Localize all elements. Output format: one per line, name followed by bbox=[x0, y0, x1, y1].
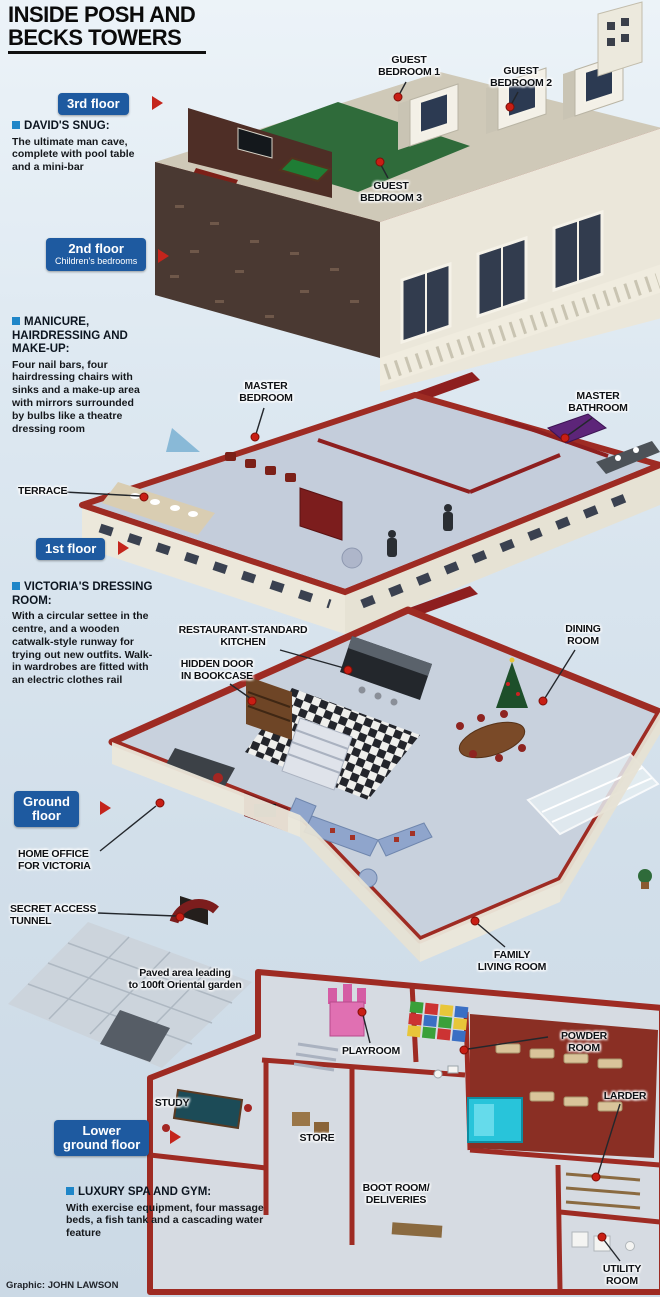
annotation-heading-text: LUXURY SPA AND GYM: bbox=[78, 1186, 212, 1198]
bullet-icon bbox=[12, 121, 20, 129]
bullet-icon bbox=[12, 582, 20, 590]
paved-area bbox=[8, 922, 252, 1068]
room-label-guest-bedroom-1: GUEST BEDROOM 1 bbox=[378, 54, 440, 78]
room-label-study: STUDY bbox=[154, 1097, 190, 1109]
annotation-heading: MANICURE, HAIRDRESSING AND MAKE-UP: bbox=[12, 316, 144, 357]
room-label-guest-bedroom-3: GUEST BEDROOM 3 bbox=[360, 180, 422, 204]
page-title-line2: BECKS TOWERS bbox=[8, 24, 182, 50]
floor-badge-1st: 1st floor bbox=[36, 538, 106, 561]
second-floor-windows bbox=[400, 209, 604, 345]
floor-badge-3rd-label: 3rd floor bbox=[67, 96, 120, 111]
hairdressing-chairs bbox=[225, 452, 296, 482]
floor-badge-ground-label: Ground floor bbox=[23, 794, 70, 824]
study-table bbox=[162, 1088, 252, 1132]
annotation-heading-text: VICTORIA'S DRESSING ROOM: bbox=[12, 581, 153, 607]
floor-badge-1st-label: 1st floor bbox=[45, 541, 97, 556]
title-underline bbox=[8, 51, 206, 54]
room-label-family-living-room: FAMILY LIVING ROOM bbox=[477, 949, 547, 973]
floor-arrow-3rd-icon bbox=[152, 96, 163, 110]
floor-badge-lower-ground-label: Lower ground floor bbox=[63, 1123, 141, 1153]
floor-badge-3rd: 3rd floor bbox=[58, 93, 129, 116]
graphic-credit: Graphic: JOHN LAWSON bbox=[6, 1280, 119, 1291]
room-label-store: STORE bbox=[299, 1132, 335, 1144]
dining-table bbox=[456, 710, 526, 762]
room-label-boot-room: BOOT ROOM/ DELIVERIES bbox=[362, 1182, 430, 1206]
room-label-kitchen: RESTAURANT-STANDARD KITCHEN bbox=[178, 624, 308, 648]
room-label-terrace: TERRACE bbox=[18, 485, 68, 497]
room-label-home-office: HOME OFFICE FOR VICTORIA bbox=[18, 848, 91, 872]
guest-bedroom-3-structure bbox=[398, 83, 459, 150]
leader-lines bbox=[63, 81, 621, 1262]
annotation-body: The ultimate man cave, complete with poo… bbox=[12, 135, 135, 174]
room-label-master-bedroom: MASTER BEDROOM bbox=[239, 380, 293, 404]
room-label-secret-tunnel: SECRET ACCESS TUNNEL bbox=[10, 903, 97, 927]
annotation-heading-text: DAVID'S SNUG: bbox=[24, 120, 110, 132]
floor-badge-2nd: 2nd floor Children's bedrooms bbox=[46, 238, 147, 271]
larder-shelves bbox=[565, 1172, 641, 1210]
play-rug bbox=[407, 1001, 469, 1043]
annotation-davids-snug: DAVID'S SNUG: The ultimate man cave, com… bbox=[12, 120, 136, 174]
christmas-tree bbox=[496, 657, 528, 708]
room-label-guest-bedroom-2: GUEST BEDROOM 2 bbox=[490, 65, 552, 89]
floor-arrow-2nd-icon bbox=[158, 249, 169, 263]
floor-badge-ground: Ground floor bbox=[14, 791, 79, 828]
annotation-heading-text: MANICURE, HAIRDRESSING AND MAKE-UP: bbox=[12, 316, 128, 356]
annotation-body: Four nail bars, four hairdressing chairs… bbox=[12, 358, 140, 435]
annotation-manicure-hairdressing: MANICURE, HAIRDRESSING AND MAKE-UP: Four… bbox=[12, 316, 144, 435]
annotation-heading: VICTORIA'S DRESSING ROOM: bbox=[12, 581, 154, 608]
toy-castle bbox=[328, 984, 366, 1037]
room-label-master-bathroom: MASTER BATHROOM bbox=[568, 390, 628, 414]
people-silhouettes bbox=[387, 504, 453, 557]
room-label-playroom: PLAYROOM bbox=[341, 1045, 401, 1057]
annotation-body: With exercise equipment, four massage be… bbox=[66, 1201, 264, 1240]
annotation-body: With a circular settee in the centre, an… bbox=[12, 610, 153, 687]
floor-arrow-lower-ground-icon bbox=[170, 1130, 181, 1144]
room-label-utility-room: UTILITY ROOM bbox=[602, 1263, 642, 1287]
floor-badge-2nd-label: 2nd floor bbox=[68, 241, 124, 256]
ground-floor-block bbox=[108, 586, 660, 962]
page-title-line1: INSIDE POSH AND bbox=[8, 2, 196, 27]
chimney bbox=[597, 1, 643, 77]
home-office-desk bbox=[165, 748, 235, 786]
room-label-powder-room: POWDER ROOM bbox=[560, 1030, 608, 1054]
basement-stairs bbox=[293, 1042, 339, 1072]
annotation-victorias-dressing-room: VICTORIA'S DRESSING ROOM: With a circula… bbox=[12, 581, 154, 687]
spa-area bbox=[467, 1014, 658, 1158]
floor-badge-2nd-sublabel: Children's bedrooms bbox=[55, 256, 138, 267]
annotation-luxury-spa-gym: LUXURY SPA AND GYM: With exercise equipm… bbox=[66, 1186, 264, 1240]
upper-floors-block bbox=[155, 1, 660, 392]
annotation-heading: LUXURY SPA AND GYM: bbox=[66, 1186, 264, 1200]
room-label-dining-room: DINING ROOM bbox=[565, 623, 601, 647]
room-label-hidden-door: HIDDEN DOOR IN BOOKCASE bbox=[180, 658, 254, 682]
bullet-icon bbox=[66, 1187, 74, 1195]
room-label-larder: LARDER bbox=[603, 1090, 647, 1102]
floor-badge-lower-ground: Lower ground floor bbox=[54, 1120, 150, 1157]
annotation-heading: DAVID'S SNUG: bbox=[12, 120, 136, 134]
floor-arrow-ground-icon bbox=[100, 801, 111, 815]
page-title: INSIDE POSH AND BECKS TOWERS bbox=[8, 2, 196, 50]
lower-ground-block bbox=[8, 922, 660, 1295]
room-label-paved-area: Paved area leading to 100ft Oriental gar… bbox=[128, 967, 242, 991]
floor-arrow-1st-icon bbox=[118, 541, 129, 555]
first-floor-block bbox=[79, 372, 660, 634]
leader-dots bbox=[139, 92, 607, 1242]
brick-texture bbox=[170, 205, 359, 318]
bullet-icon bbox=[12, 317, 20, 325]
